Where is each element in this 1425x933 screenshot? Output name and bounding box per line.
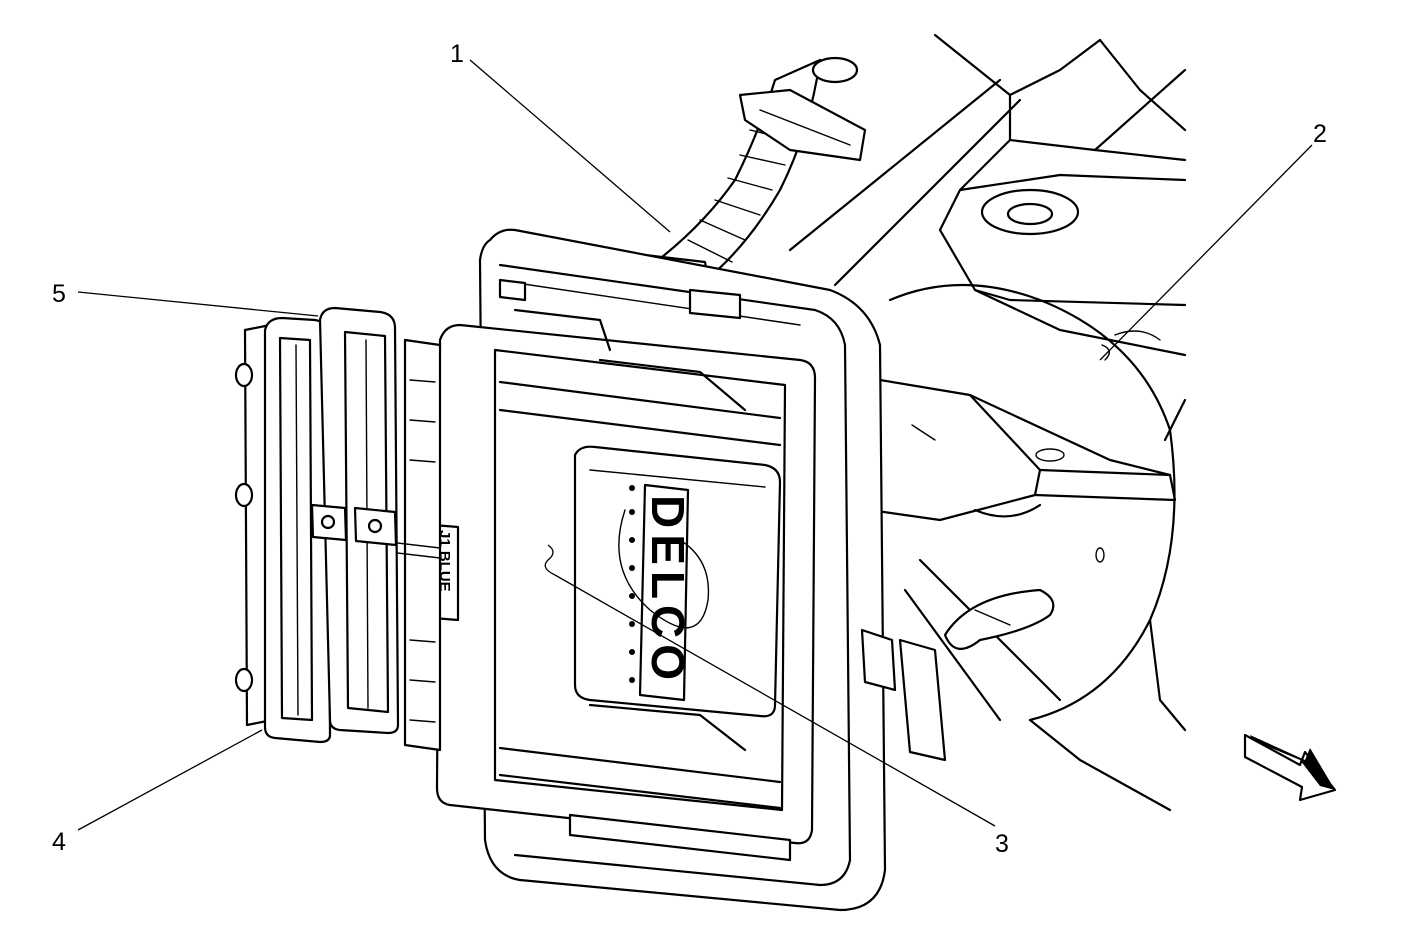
callout-2: 2 xyxy=(1313,120,1327,148)
leader-hook-3 xyxy=(544,544,556,576)
leader-line-4 xyxy=(77,729,263,831)
callout-5: 5 xyxy=(52,280,66,308)
direction-arrow-icon xyxy=(1243,733,1337,802)
leader-line-3 xyxy=(554,574,996,827)
callout-1: 1 xyxy=(450,40,464,68)
leader-line-2 xyxy=(1099,144,1313,361)
module-brand-label: DELCO xyxy=(642,495,694,686)
leader-line-1 xyxy=(469,59,671,233)
callout-4: 4 xyxy=(52,828,66,856)
vehicle-structure xyxy=(788,33,1187,812)
callout-3: 3 xyxy=(995,830,1009,858)
harness-connectors xyxy=(234,306,400,744)
leader-line-5 xyxy=(77,291,319,317)
leader-lines xyxy=(77,59,1313,831)
mounting-bracket xyxy=(868,378,1177,650)
engine-control-module: DELCO xyxy=(435,228,947,912)
callout-labels: 1 2 3 4 5 xyxy=(52,40,1327,858)
